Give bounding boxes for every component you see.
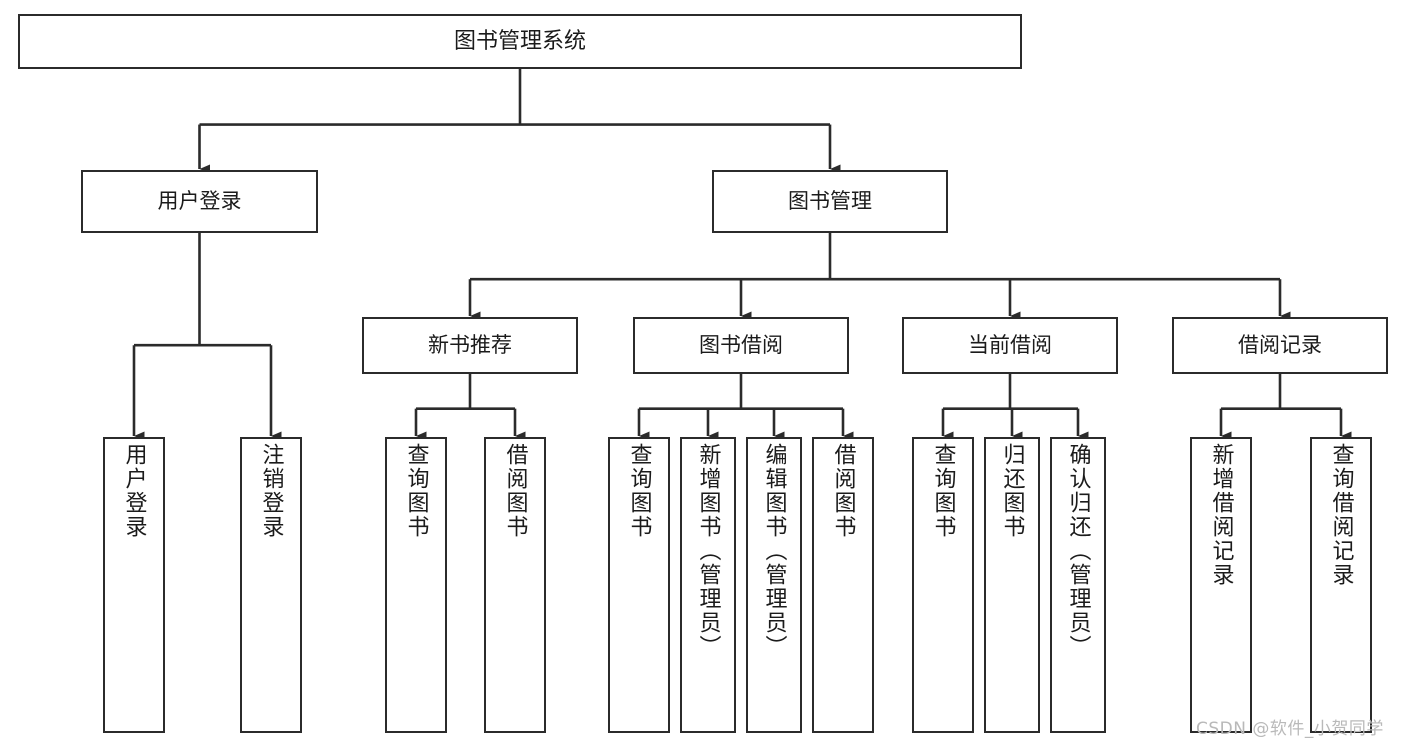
node-borrow[interactable]: 图书借阅: [633, 317, 849, 374]
node-label: 新书推荐: [428, 333, 512, 358]
node-label: 确认归还（管理员）: [1065, 443, 1091, 659]
node-l-cu-q[interactable]: 查询图书: [912, 437, 974, 733]
node-bookmgmt[interactable]: 图书管理: [712, 170, 948, 233]
node-records[interactable]: 借阅记录: [1172, 317, 1388, 374]
node-label: 编辑图书（管理员）: [761, 443, 787, 659]
node-newbook[interactable]: 新书推荐: [362, 317, 578, 374]
node-l-cu-ret[interactable]: 归还图书: [984, 437, 1040, 733]
node-l-re-add[interactable]: 新增借阅记录: [1190, 437, 1252, 733]
node-l-bo-bor[interactable]: 借阅图书: [812, 437, 874, 733]
node-label: 借阅图书: [502, 443, 528, 539]
node-label: 查询图书: [930, 443, 956, 539]
node-l-nb-b[interactable]: 借阅图书: [484, 437, 546, 733]
node-label: 借阅图书: [830, 443, 856, 539]
node-label: 当前借阅: [968, 333, 1052, 358]
node-label: 查询借阅记录: [1328, 443, 1354, 587]
node-label: 图书管理: [788, 189, 872, 214]
node-l-logout[interactable]: 注销登录: [240, 437, 302, 733]
node-label: 用户登录: [121, 443, 147, 539]
node-label: 新增图书（管理员）: [695, 443, 721, 659]
node-label: 图书借阅: [699, 333, 783, 358]
node-label: 注销登录: [258, 443, 284, 539]
node-l-bo-edit[interactable]: 编辑图书（管理员）: [746, 437, 802, 733]
node-l-login[interactable]: 用户登录: [103, 437, 165, 733]
node-l-cu-conf[interactable]: 确认归还（管理员）: [1050, 437, 1106, 733]
node-label: 新增借阅记录: [1208, 443, 1234, 587]
node-root[interactable]: 图书管理系统: [18, 14, 1022, 69]
node-label: 查询图书: [403, 443, 429, 539]
node-current[interactable]: 当前借阅: [902, 317, 1118, 374]
watermark-text: CSDN @软件_小贺同学: [1196, 719, 1384, 739]
node-label: 查询图书: [626, 443, 652, 539]
node-label: 图书管理系统: [453, 28, 586, 54]
node-label: 借阅记录: [1238, 333, 1322, 358]
node-label: 用户登录: [157, 189, 242, 214]
node-login[interactable]: 用户登录: [81, 170, 318, 233]
node-l-bo-q[interactable]: 查询图书: [608, 437, 670, 733]
node-l-nb-q[interactable]: 查询图书: [385, 437, 447, 733]
node-l-re-q[interactable]: 查询借阅记录: [1310, 437, 1372, 733]
node-label: 归还图书: [999, 443, 1025, 539]
node-l-bo-add[interactable]: 新增图书（管理员）: [680, 437, 736, 733]
